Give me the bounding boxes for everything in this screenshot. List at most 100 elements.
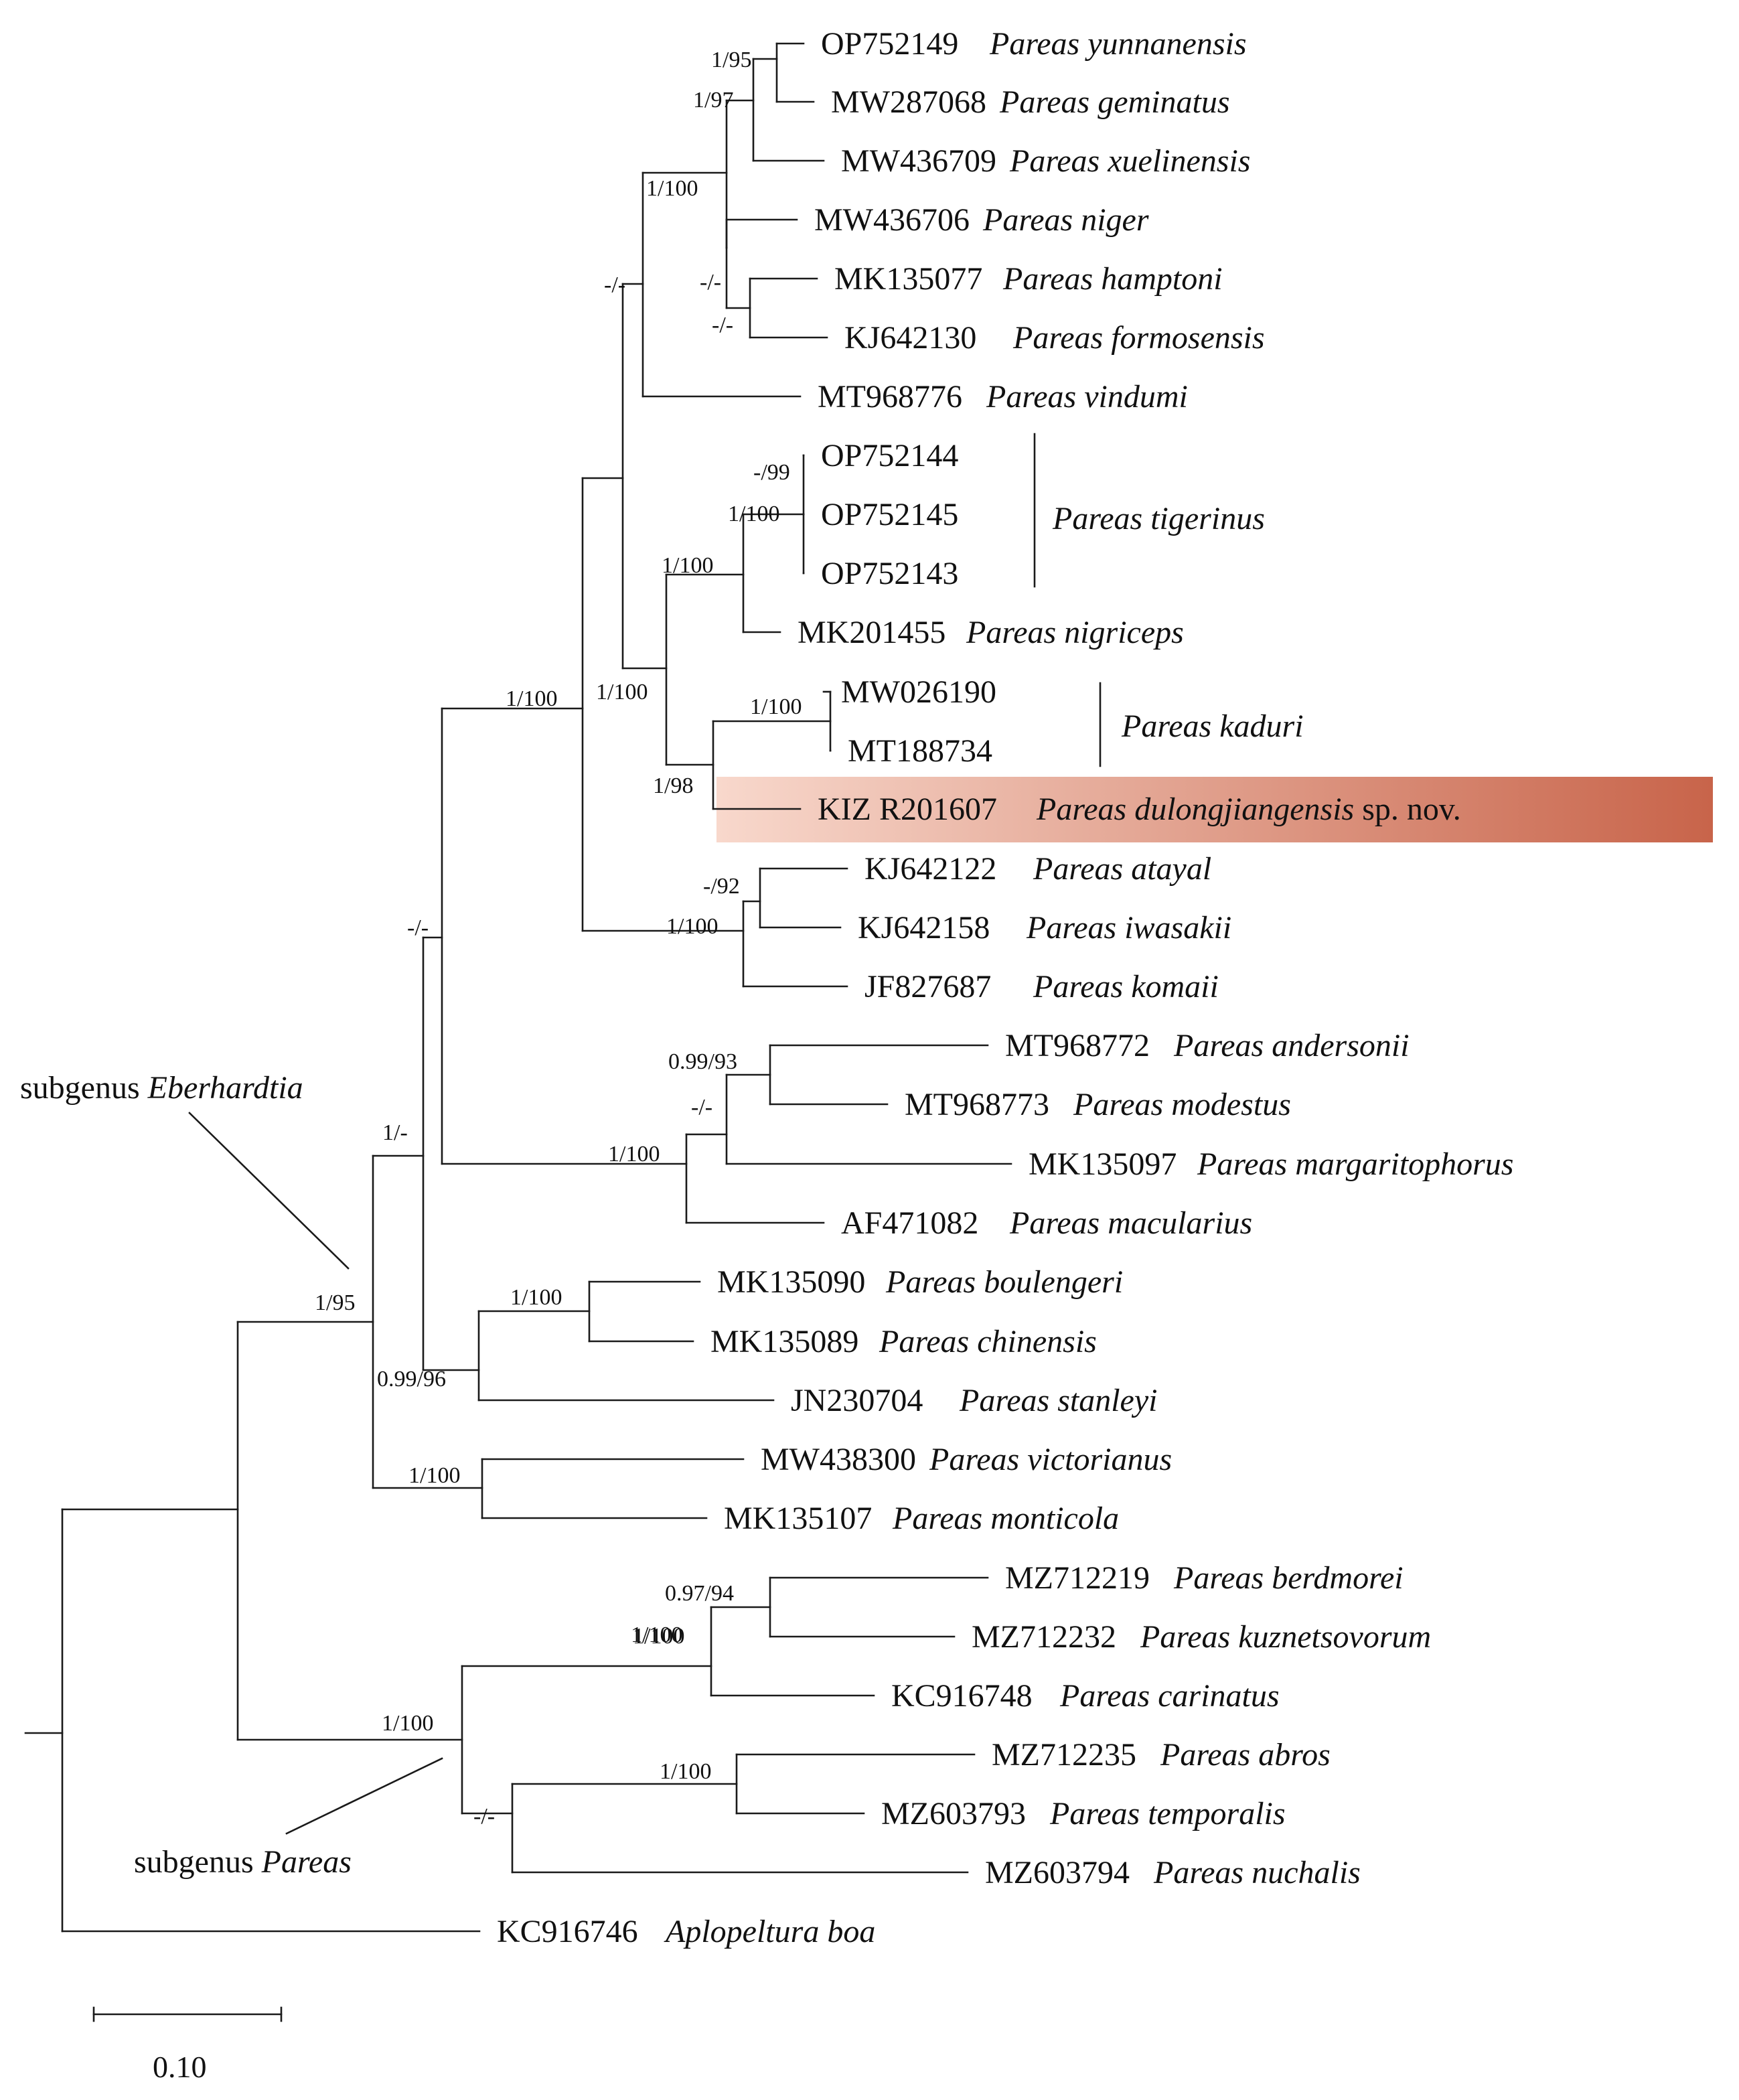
support-value: -/-: [604, 273, 625, 297]
taxon-accession: MZ603794: [985, 1855, 1130, 1890]
taxon-accession: KJ642130: [844, 320, 976, 356]
taxon-species: Pareas dulongjiangensis sp. nov.: [1036, 792, 1461, 827]
taxon-species: Pareas chinensis: [879, 1324, 1097, 1359]
taxon-species: Pareas monticola: [892, 1501, 1119, 1536]
taxon-species: Pareas atayal: [1033, 851, 1211, 887]
support-value: 1/100: [666, 914, 718, 939]
taxon-accession: MW026190: [841, 674, 996, 710]
support-value: 1/100: [728, 502, 779, 526]
taxon-species: Pareas nigriceps: [966, 615, 1184, 650]
support-value: 0.97/94: [665, 1581, 734, 1606]
taxon-species: Pareas berdmorei: [1173, 1560, 1404, 1596]
taxon-accession: KJ642158: [858, 910, 990, 946]
support-value: 1/100: [660, 1759, 711, 1784]
taxon-species: Pareas komaii: [1033, 969, 1219, 1004]
subgenus-label: subgenus Pareas: [134, 1844, 352, 1880]
taxon-species: Pareas geminatus: [999, 84, 1230, 120]
taxon-species: Pareas kuznetsovorum: [1140, 1619, 1431, 1655]
subgenus-prefix: subgenus: [134, 1844, 262, 1880]
taxon-species: Pareas temporalis: [1049, 1796, 1286, 1831]
support-value: -/-: [691, 1095, 712, 1120]
taxon-accession: MW436709: [841, 143, 996, 179]
subgenus-name: Eberhardtia: [147, 1070, 303, 1106]
taxon-accession: MK135107: [724, 1501, 872, 1536]
taxon-accession: MK135090: [717, 1264, 865, 1300]
taxon-species: Aplopeltura boa: [664, 1914, 875, 1949]
taxon-accession: MT968776: [818, 379, 962, 415]
taxon-species: Pareas stanleyi: [959, 1383, 1158, 1418]
taxon-accession: MK135077: [834, 261, 982, 297]
support-value: 1/100: [506, 686, 557, 711]
support-value: 1/100: [633, 1624, 684, 1649]
taxon-species: Pareas nuchalis: [1153, 1855, 1361, 1890]
scale-bar-label: 0.10: [153, 2050, 207, 2084]
support-value: -/-: [407, 915, 429, 940]
scale-bar: 0.10: [92, 2006, 283, 2084]
taxon-accession: MW287068: [831, 84, 986, 120]
support-value: -/-: [473, 1804, 495, 1829]
taxon-accession: MT968772: [1005, 1028, 1150, 1063]
taxon-accession: OP752149: [821, 26, 958, 62]
support-value: 1/100: [631, 1623, 682, 1647]
taxon-species: Pareas niger: [982, 202, 1149, 238]
support-value: 1/100: [608, 1142, 660, 1167]
support-value: 1/100: [646, 176, 698, 201]
taxon-accession: KC916748: [891, 1678, 1033, 1714]
taxon-species: Pareas andersonii: [1173, 1028, 1410, 1063]
support-value: -/92: [703, 874, 740, 899]
taxon-accession: KC916746: [497, 1914, 638, 1949]
support-value: 1/-: [382, 1120, 408, 1145]
taxon-species: Pareas macularius: [1009, 1205, 1252, 1241]
taxon-species: Pareas yunnanensis: [989, 26, 1247, 62]
support-value: 1/100: [408, 1463, 460, 1488]
taxon-accession: MK201455: [798, 615, 946, 650]
taxon-species: Pareas victorianus: [929, 1442, 1172, 1477]
taxon-species: Pareas hamptoni: [1002, 261, 1223, 297]
support-value: 1/100: [750, 694, 802, 719]
taxon-species: Pareas formosensis: [1012, 320, 1265, 356]
group-label: Pareas kaduri: [1121, 708, 1304, 744]
taxon-species: Pareas abros: [1160, 1737, 1331, 1773]
taxon-species: Pareas modestus: [1073, 1087, 1291, 1122]
taxon-accession: MZ712232: [972, 1619, 1116, 1655]
taxon-accession: JN230704: [791, 1383, 923, 1418]
highlight-band: [716, 777, 1713, 842]
support-value: -/-: [700, 270, 721, 295]
support-value: -/99: [753, 460, 790, 485]
taxon-accession: OP752144: [821, 438, 958, 473]
taxon-accession: MW438300: [761, 1442, 916, 1477]
taxon-species: Pareas margaritophorus: [1197, 1146, 1513, 1182]
support-value: 1/100: [382, 1711, 433, 1736]
support-values: 1/95 1/97 1/100 -/- -/- -/- -/99 1/100 1/100 1/10…: [315, 48, 802, 1829]
taxon-accession: KJ642122: [864, 851, 996, 887]
species-suffix: sp. nov.: [1354, 792, 1461, 827]
taxon-accession: MK135097: [1029, 1146, 1177, 1182]
taxon-accession: OP752143: [821, 556, 958, 591]
subgenus-annotations: subgenus Eberhardtia subgenus Pareas: [20, 1070, 443, 1880]
taxon-accession: MW436706: [814, 202, 970, 238]
support-value: 0.99/96: [377, 1367, 446, 1392]
subgenus-prefix: subgenus: [20, 1070, 148, 1106]
taxon-species: Pareas carinatus: [1059, 1678, 1280, 1714]
taxon-accession: MK135089: [710, 1324, 858, 1359]
subgenus-label: subgenus Eberhardtia: [20, 1070, 303, 1106]
subgenus-pointer: [285, 1757, 443, 1835]
support-value: 1/95: [711, 48, 751, 72]
taxon-species: Pareas boulengeri: [885, 1264, 1123, 1300]
taxon-accession: KIZ R201607: [818, 792, 997, 827]
support-value: 1/95: [315, 1290, 355, 1315]
support-value: 1/100: [662, 553, 713, 578]
taxon-accession: MT188734: [848, 733, 992, 769]
support-value: 1/97: [693, 88, 733, 112]
taxon-accession: MT968773: [905, 1087, 1049, 1122]
taxon-accession: MZ712219: [1005, 1560, 1150, 1596]
taxon-accession: MZ603793: [881, 1796, 1026, 1831]
taxon-accession: OP752145: [821, 497, 958, 532]
support-value: 1/100: [596, 680, 648, 704]
support-value: -/-: [712, 313, 733, 338]
tree-branches: [24, 42, 1012, 1933]
taxon-species: Pareas iwasakii: [1026, 910, 1231, 946]
